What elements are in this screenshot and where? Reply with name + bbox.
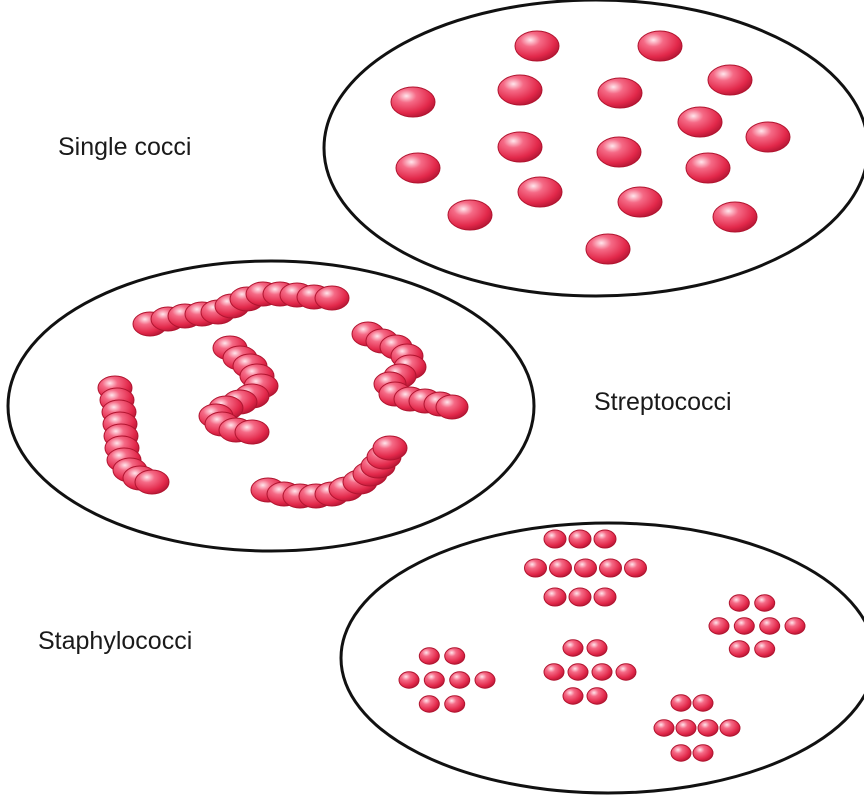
- staphylococcus: [550, 559, 572, 577]
- staphylococcus: [729, 641, 749, 657]
- staphylococcus: [569, 530, 591, 548]
- staphylococcus: [625, 559, 647, 577]
- streptococcus: [373, 436, 407, 460]
- staphylococcus: [419, 696, 439, 712]
- staphylococcus: [709, 618, 729, 634]
- staphylococcus: [676, 720, 696, 736]
- single-coccus: [391, 87, 435, 117]
- single-coccus: [618, 187, 662, 217]
- staphylococcus: [654, 720, 674, 736]
- streptococcus: [436, 395, 468, 419]
- single-coccus: [597, 137, 641, 167]
- staphylococcus: [563, 688, 583, 704]
- staphylococcus: [424, 672, 444, 688]
- single-coccus: [686, 153, 730, 183]
- single-coccus: [515, 31, 559, 61]
- staphylococcus: [525, 559, 547, 577]
- single-coccus: [598, 78, 642, 108]
- streptococcus: [315, 286, 349, 310]
- staphylococcus: [720, 720, 740, 736]
- staphylococcus: [544, 588, 566, 606]
- staphylococcus: [594, 588, 616, 606]
- staphylococcus: [693, 695, 713, 711]
- staphylococcus: [671, 695, 691, 711]
- staphylococcus: [419, 648, 439, 664]
- single-coccus: [586, 234, 630, 264]
- staphylococcus: [755, 595, 775, 611]
- staphylococcus: [544, 530, 566, 548]
- staphylococcus: [569, 588, 591, 606]
- staphylococcus: [587, 688, 607, 704]
- staphylococcus: [592, 664, 612, 680]
- staphylococcus: [399, 672, 419, 688]
- staphylococcus: [544, 664, 564, 680]
- label-single-cocci: Single cocci: [58, 133, 191, 162]
- staphylococcus: [594, 530, 616, 548]
- single-coccus: [498, 75, 542, 105]
- single-coccus: [746, 122, 790, 152]
- staphylococcus: [587, 640, 607, 656]
- staphylococcus: [575, 559, 597, 577]
- label-staphylococci: Staphylococci: [38, 627, 192, 656]
- staphylococcus: [755, 641, 775, 657]
- single-coccus: [396, 153, 440, 183]
- staphylococcus: [693, 745, 713, 761]
- staphylococcus: [616, 664, 636, 680]
- single-coccus: [498, 132, 542, 162]
- streptococcus: [135, 470, 169, 494]
- staphylococcus: [445, 696, 465, 712]
- streptococci-chains: [98, 282, 468, 508]
- staphylococcus: [600, 559, 622, 577]
- staphylococcus: [445, 648, 465, 664]
- staphylococci-clusters: [399, 530, 805, 761]
- single-coccus: [708, 65, 752, 95]
- staphylococcus: [475, 672, 495, 688]
- staphylococcus: [734, 618, 754, 634]
- single-coccus: [518, 177, 562, 207]
- staphylococcus: [671, 745, 691, 761]
- single-coccus: [448, 200, 492, 230]
- staphylococcus: [568, 664, 588, 680]
- staphylococcus: [563, 640, 583, 656]
- staphylococcus: [729, 595, 749, 611]
- staphylococcus: [760, 618, 780, 634]
- label-streptococci: Streptococci: [594, 388, 732, 417]
- single-coccus: [638, 31, 682, 61]
- staphylococcus: [450, 672, 470, 688]
- streptococcus: [235, 420, 269, 444]
- single-coccus: [678, 107, 722, 137]
- single-coccus: [713, 202, 757, 232]
- single-cocci-group: [391, 31, 790, 264]
- staphylococcus: [698, 720, 718, 736]
- staphylococcus: [785, 618, 805, 634]
